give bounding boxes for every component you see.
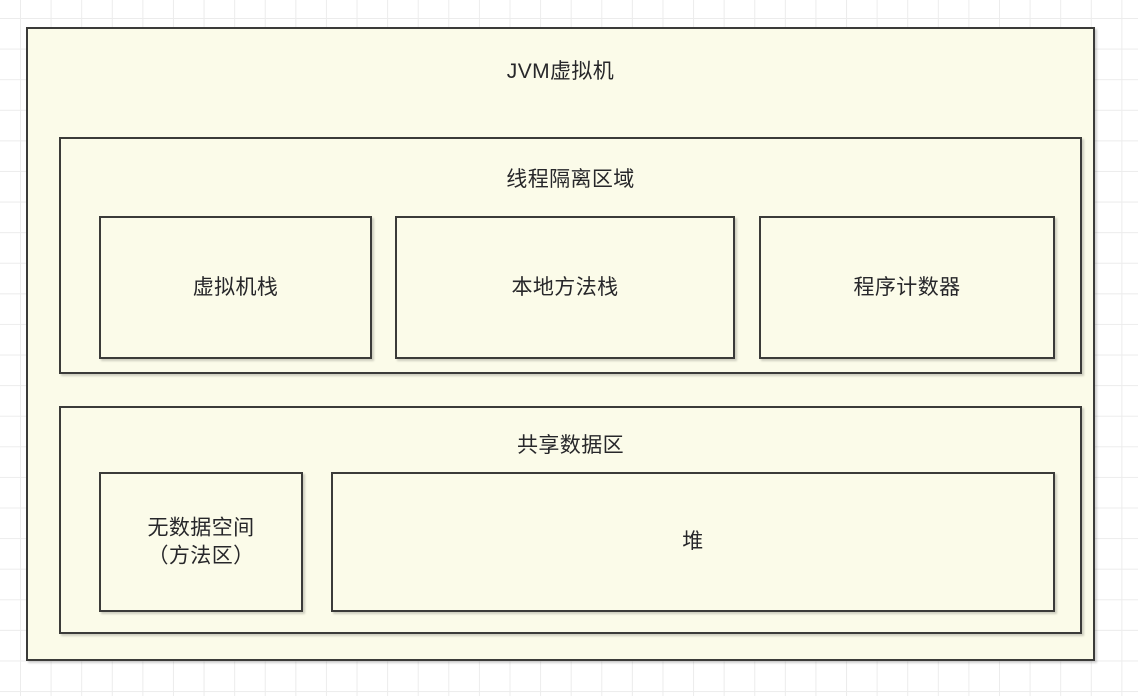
jvm-container-box[interactable]: JVM虚拟机 线程隔离区域 虚拟机栈 本地方法栈 程序计数器 共享数据区 无数据…: [26, 27, 1095, 661]
shared-data-area-label: 共享数据区: [517, 434, 624, 457]
native-method-stack-label: 本地方法栈: [511, 275, 619, 299]
method-area-label: 无数据空间 （方法区）: [147, 516, 255, 567]
thread-isolated-area-box[interactable]: 线程隔离区域 虚拟机栈 本地方法栈 程序计数器: [59, 137, 1082, 374]
heap-label: 堆: [682, 530, 704, 554]
method-area-box[interactable]: 无数据空间 （方法区）: [99, 472, 303, 612]
program-counter-box[interactable]: 程序计数器: [759, 216, 1055, 359]
jvm-container-label: JVM虚拟机: [506, 60, 615, 83]
heap-box[interactable]: 堆: [331, 472, 1055, 612]
native-method-stack-box[interactable]: 本地方法栈: [395, 216, 735, 359]
thread-isolated-area-label: 线程隔离区域: [506, 168, 635, 191]
vm-stack-label: 虚拟机栈: [192, 275, 279, 299]
shared-data-area-box[interactable]: 共享数据区 无数据空间 （方法区） 堆: [59, 406, 1082, 634]
program-counter-label: 程序计数器: [853, 275, 961, 299]
vm-stack-box[interactable]: 虚拟机栈: [99, 216, 372, 359]
